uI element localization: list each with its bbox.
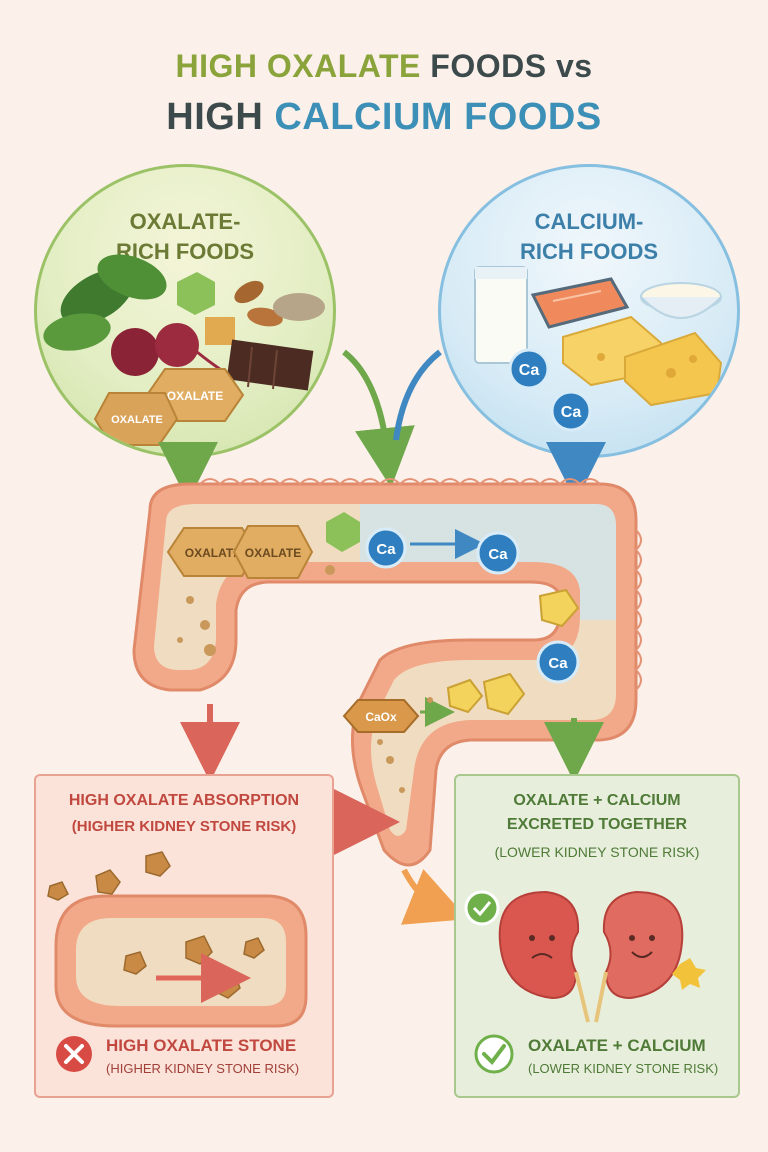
seed-pile-icon bbox=[273, 293, 325, 321]
debris-particles bbox=[177, 565, 433, 793]
check-mark-icon bbox=[474, 1034, 514, 1074]
ion-label-1: Ca bbox=[519, 362, 540, 379]
x-mark-icon bbox=[56, 1036, 92, 1072]
crystal-clump-icon bbox=[538, 588, 580, 628]
sad-kidney-icon bbox=[498, 890, 580, 1000]
calcium-ion-icon bbox=[365, 527, 407, 569]
excretion-subheading: (LOWER KIDNEY STONE RISK) bbox=[494, 844, 700, 860]
beet-icon bbox=[155, 323, 199, 367]
intestine-ion-label-3: Ca bbox=[548, 655, 568, 672]
spinach-leaf-icon bbox=[97, 254, 167, 300]
spinach-leaf-icon bbox=[43, 313, 111, 351]
calcium-ion-icon bbox=[550, 390, 592, 432]
intestine-folds bbox=[199, 478, 642, 691]
title-line-2: HIGH CALCIUM FOODS bbox=[0, 96, 768, 139]
calcium-circle-label: CALCIUM- RICH FOODS bbox=[441, 207, 737, 267]
calcium-label-line-1: CALCIUM- bbox=[534, 209, 644, 234]
oxalate-foods-illustration: OXALATE OXALATE bbox=[43, 254, 325, 446]
calcium-label-line-2: RICH FOODS bbox=[519, 239, 659, 264]
intestine-ion-label-2: Ca bbox=[488, 546, 508, 563]
oxalate-crystal-icon bbox=[232, 525, 314, 579]
calcium-ion-icon bbox=[508, 348, 550, 390]
calcium-ion-icon bbox=[536, 640, 580, 684]
green-cube-icon bbox=[177, 272, 215, 315]
kidneys-illustration bbox=[464, 890, 706, 1023]
title-oxalate: HIGH OXALATE bbox=[175, 48, 421, 84]
oxalate-foods-circle: OXALATE- RICH FOODS OXALATE OXALATE bbox=[34, 164, 336, 458]
beet-icon bbox=[111, 328, 159, 376]
oxalate-crystal-icon bbox=[166, 527, 260, 577]
excreted-together-panel: OXALATE + CALCIUM EXCRETED TOGETHER (LOW… bbox=[454, 774, 740, 1098]
absorption-footer-sub: (HIGHER KIDNEY STONE RISK) bbox=[106, 1061, 300, 1076]
arrow-calcium-to-colon bbox=[393, 349, 442, 441]
excretion-footer-sub: (LOWER KIDNEY STONE RISK) bbox=[528, 1061, 719, 1076]
intestine-ion-label-1: Ca bbox=[376, 541, 396, 558]
title-foods-vs: FOODS vs bbox=[430, 48, 593, 84]
absorption-footer-heading: HIGH OXALATE STONE bbox=[106, 1036, 297, 1055]
ion-label-2: Ca bbox=[561, 404, 582, 421]
intestine-wall bbox=[132, 482, 638, 867]
arrow-to-kidneys bbox=[400, 868, 468, 925]
title-calcium-foods: CALCIUM FOODS bbox=[274, 96, 602, 138]
salmon-icon bbox=[530, 277, 630, 329]
absorption-subheading: (HIGHER KIDNEY STONE RISK) bbox=[71, 818, 297, 835]
title-line-1: HIGH OXALATE FOODS vs bbox=[0, 48, 768, 85]
calcium-ion-icon bbox=[476, 531, 520, 575]
intestine-crystal-label-2: OXALATE bbox=[245, 546, 301, 560]
almond-icon bbox=[234, 280, 264, 304]
excretion-heading-line-1: OXALATE + CALCIUM bbox=[513, 792, 681, 809]
excretion-footer-heading: OXALATE + CALCIUM bbox=[528, 1036, 706, 1055]
arrow-oxalate-to-colon bbox=[342, 349, 415, 488]
calcium-foods-illustration: Ca Ca bbox=[474, 266, 723, 432]
green-cube-icon bbox=[326, 512, 360, 552]
intestine-compound-label: CaOx bbox=[365, 710, 397, 724]
absorption-intestine-illustration bbox=[47, 851, 308, 1028]
crystal-label-2: OXALATE bbox=[111, 414, 163, 426]
almond-icon bbox=[247, 307, 283, 327]
title-high: HIGH bbox=[166, 96, 264, 138]
intestine-crystal-label-1: OXALATE bbox=[185, 546, 241, 560]
tofu-cube-icon bbox=[205, 317, 235, 345]
oxalate-label-line-1: OXALATE- bbox=[129, 209, 241, 234]
calcium-foods-circle: CALCIUM- RICH FOODS Ca Ca bbox=[438, 164, 740, 458]
burst-icon bbox=[672, 958, 706, 990]
absorption-heading: HIGH OXALATE ABSORPTION bbox=[68, 792, 300, 809]
excretion-heading-line-2: EXCRETED TOGETHER bbox=[506, 816, 688, 833]
happy-kidney-icon bbox=[602, 890, 684, 1000]
high-absorption-panel: HIGH OXALATE ABSORPTION (HIGHER KIDNEY S… bbox=[34, 774, 334, 1098]
crystal-clump-icon bbox=[482, 672, 526, 716]
crystal-label-1: OXALATE bbox=[167, 389, 223, 403]
calcium-oxalate-crystal-icon bbox=[342, 699, 420, 733]
check-badge-icon bbox=[464, 890, 500, 926]
